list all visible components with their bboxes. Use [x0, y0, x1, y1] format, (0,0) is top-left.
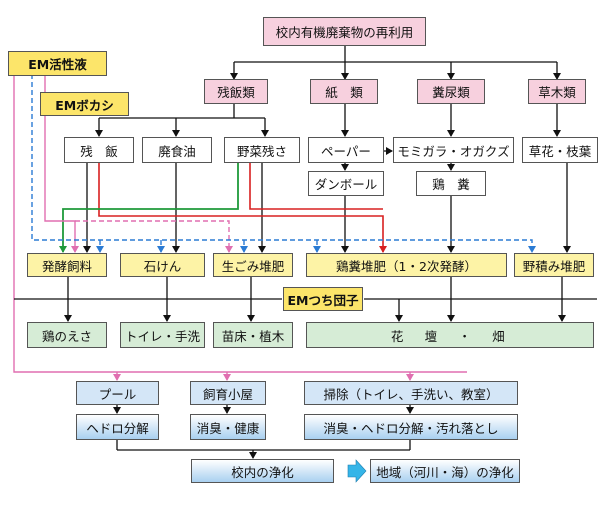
- effect-deodorize-clean: 消臭・ヘドロ分解・汚れ落とし: [304, 414, 518, 440]
- application-animal-hut: 飼育小屋: [190, 381, 266, 405]
- em-dango-line: [14, 298, 597, 322]
- category-plants: 草木類: [528, 79, 586, 104]
- em-bokashi-box: EMボカシ: [40, 92, 129, 116]
- product-soap: 石けん: [120, 253, 205, 277]
- green-flow-line: [59, 163, 239, 253]
- use-chicken-feed: 鶏のえさ: [27, 322, 107, 348]
- product-to-use-lines: [64, 277, 566, 322]
- application-to-effect-lines: [113, 405, 414, 459]
- title-connector: [230, 46, 561, 80]
- material-paper: ペーパー: [308, 137, 384, 163]
- effect-deodorize-health: 消臭・健康: [190, 414, 266, 440]
- application-pool: プール: [76, 381, 159, 405]
- material-waste-oil: 廃食油: [142, 137, 212, 163]
- diagram-title: 校内有機廃棄物の再利用: [263, 17, 426, 46]
- product-fermented-feed: 発酵飼料: [27, 253, 107, 277]
- category-leftovers: 残飯類: [204, 79, 268, 104]
- use-flowerbed-field: 花 壇 ・ 畑: [306, 322, 594, 348]
- result-region-purification: 地域（河川・海）の浄化: [370, 459, 520, 483]
- em-bokashi-lines: [31, 66, 536, 253]
- material-chicken-manure: 鶏 糞: [416, 171, 486, 196]
- em-dango-box: EMつち団子: [283, 287, 363, 311]
- category-connectors: [95, 104, 561, 171]
- material-to-product-lines: [83, 163, 571, 253]
- red-flow-lines: [98, 163, 387, 253]
- material-cardboard: ダンボール: [308, 171, 384, 196]
- use-toilet-handwash: トイレ・手洗: [120, 322, 205, 348]
- product-pile-compost: 野積み堆肥: [514, 253, 594, 277]
- em-liquid-box: EM活性液: [8, 51, 107, 76]
- category-manure: 糞尿類: [417, 79, 485, 104]
- material-flowers-branches: 草花・枝葉: [522, 137, 598, 163]
- product-chicken-manure-compost: 鶏糞堆肥（1・2次発酵）: [306, 253, 507, 277]
- block-arrow-icon: [347, 459, 367, 483]
- product-food-waste-compost: 生ごみ堆肥: [213, 253, 293, 277]
- material-vegetable-scraps: 野菜残さ: [224, 137, 300, 163]
- effect-sludge-decomposition: ヘドロ分解: [76, 414, 159, 440]
- use-seedbed-trees: 苗床・植木: [213, 322, 293, 348]
- material-rice-husk-sawdust: モミガラ・オガクズ: [393, 137, 514, 163]
- application-cleaning: 掃除（トイレ、手洗い、教室）: [304, 381, 518, 405]
- material-leftover-rice: 残 飯: [64, 137, 134, 163]
- category-paper: 紙 類: [310, 79, 378, 104]
- em-liquid-lines: [13, 66, 467, 381]
- result-school-purification: 校内の浄化: [191, 459, 334, 483]
